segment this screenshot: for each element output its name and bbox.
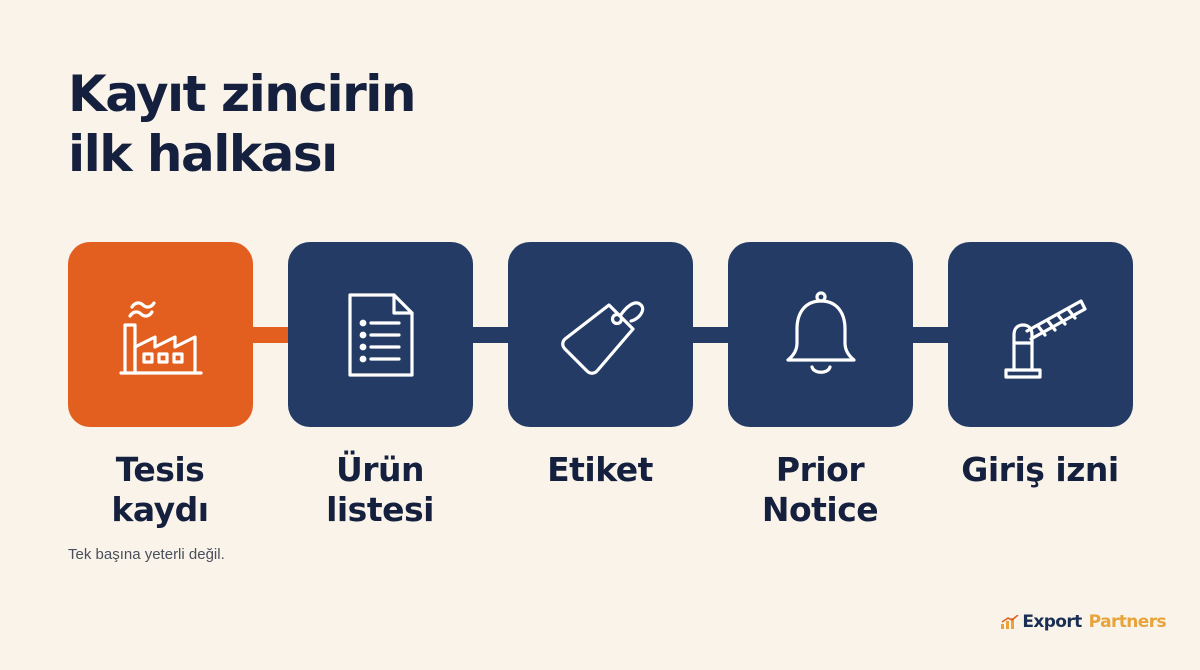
step-label-line-1: Etiket	[547, 450, 653, 489]
step-label-line-2: Notice	[761, 490, 879, 529]
step-box-prior-notice	[728, 242, 913, 427]
step-label-line-1: Prior	[775, 450, 865, 489]
step-box-etiket	[508, 242, 693, 427]
step-label-prior-notice: Prior Notice	[710, 450, 930, 530]
step-label-etiket: Etiket	[490, 450, 710, 490]
step-label-giris-izni: Giriş izni	[930, 450, 1150, 490]
brand-logo: Export Partners	[1001, 612, 1167, 632]
step-label-line-1: Giriş izni	[961, 450, 1119, 489]
page-title: Kayıt zincirin ilk halkası	[68, 64, 588, 184]
step-box-tesis-kaydi	[68, 242, 253, 427]
connector-3-4	[688, 327, 732, 343]
title-line-2: ilk halkası	[68, 125, 338, 183]
step-label-line-1: Tesis	[115, 450, 205, 489]
brand-name-part-1: Export	[1022, 612, 1082, 632]
step-label-line-2: kaydı	[111, 490, 209, 529]
tag-icon	[560, 300, 644, 375]
step-label-line-2: listesi	[326, 490, 434, 529]
step-label-line-1: Ürün	[335, 450, 425, 489]
barrier-gate-icon	[1003, 298, 1087, 379]
document-list-icon	[347, 292, 414, 377]
connector-1-2	[248, 327, 292, 343]
factory-icon	[118, 300, 203, 375]
bell-icon	[785, 290, 856, 374]
brand-name-part-2: Partners	[1088, 612, 1167, 632]
step-box-urun-listesi	[288, 242, 473, 427]
step-label-urun-listesi: Ürün listesi	[270, 450, 490, 530]
bar-chart-logo-icon	[1001, 615, 1019, 629]
caption-text: Tek başına yeterli değil.	[68, 546, 225, 563]
step-box-giris-izni	[948, 242, 1133, 427]
step-label-tesis-kaydi: Tesis kaydı	[50, 450, 270, 530]
connector-4-5	[908, 327, 952, 343]
title-line-1: Kayıt zincirin	[68, 65, 417, 123]
connector-2-3	[468, 327, 512, 343]
